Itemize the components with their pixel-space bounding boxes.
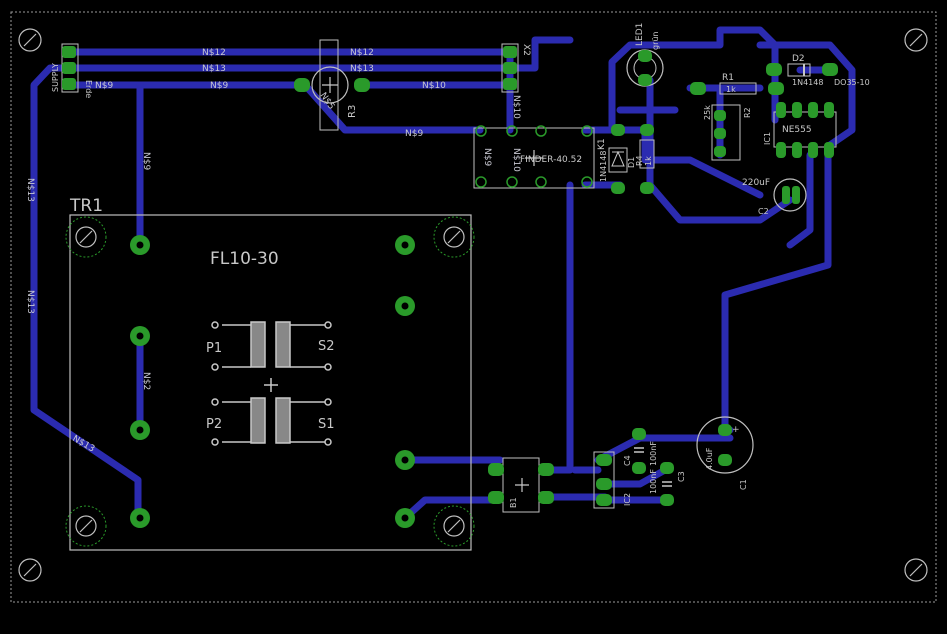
net-labels: N$12 N$12 N$13 N$13 N$9 N$9 N$10 N$9 N$9… — [25, 48, 521, 455]
supply-label: SUPPLY — [51, 63, 60, 92]
pin-label-s1: S1 — [318, 417, 335, 432]
erde-label: Erde — [84, 80, 93, 98]
x2-label: X2 — [521, 44, 531, 56]
d1-label: D1 — [627, 157, 636, 168]
c2-label: C2 — [758, 207, 769, 216]
net-label-n10-b: N$10 — [511, 95, 521, 119]
net-label-n13-c: N$13 — [25, 178, 35, 202]
net-label-n9-e: N$9 — [482, 148, 492, 166]
r4-label: R4 — [635, 155, 644, 166]
b1-label: B1 — [509, 497, 518, 508]
r1-label: R1 — [722, 73, 734, 83]
pin-label-p1: P1 — [206, 341, 222, 356]
mounting-hole-icon — [18, 558, 42, 582]
mounting-hole-icon — [904, 558, 928, 582]
relay-value: FINDER-40.52 — [520, 155, 582, 165]
resistor-r4[interactable]: 1k R4 — [635, 124, 655, 194]
k1-label: K1 — [597, 138, 607, 150]
ic1-label: IC1 — [763, 132, 772, 145]
net-label-n13-d: N$13 — [25, 290, 35, 314]
net-label-n9-b: N$9 — [210, 81, 228, 91]
traces — [30, 26, 856, 522]
led1-label: LED1 — [635, 23, 645, 46]
pin-label-p2: P2 — [206, 417, 222, 432]
c4-value: 100nF — [649, 441, 658, 466]
mounting-hole-icon — [904, 28, 928, 52]
net-label-n13-b: N$13 — [350, 64, 374, 74]
transformer-pad-holes — [136, 241, 409, 522]
diode-d2[interactable]: D2 1N4148 DO35-10 — [766, 54, 870, 87]
net-label-n9-a: N$9 — [95, 81, 113, 91]
resistor-r1[interactable]: R1 1k — [690, 73, 784, 95]
transformer-symbol — [211, 321, 332, 446]
relay-k1[interactable]: FINDER-40.52 K1 — [473, 125, 607, 189]
connector-x2[interactable]: X2 — [501, 43, 531, 93]
d2-package: DO35-10 — [834, 78, 870, 87]
net-label-n10-a: N$10 — [422, 81, 446, 91]
d1-value: 1N4148 — [599, 151, 608, 182]
capacitor-c2[interactable]: 220uF C2 — [742, 178, 807, 216]
r2-value: 25k — [703, 105, 712, 120]
r3-label: R3 — [347, 105, 358, 118]
c3-label: C3 — [677, 471, 686, 482]
r2-label: R2 — [743, 107, 752, 118]
c1-value: 4.0uF — [705, 447, 714, 470]
capacitor-c3[interactable]: 100nF C3 — [649, 462, 686, 506]
c4-label: C4 — [623, 455, 632, 466]
net-label-n9-c: N$9 — [405, 129, 423, 139]
resistor-r3[interactable]: R3 — [294, 39, 370, 131]
c1-label: C1 — [739, 479, 748, 490]
mounting-hole-icon — [18, 28, 42, 52]
diode-d1[interactable]: 1N4148 D1 — [599, 124, 636, 194]
led-led1[interactable]: LED1 grün — [626, 23, 664, 87]
supply-connector[interactable]: SUPPLY Erde — [51, 43, 93, 98]
pin-label-s2: S2 — [318, 339, 335, 354]
r1-value: 1k — [726, 85, 736, 94]
capacitor-c4[interactable]: C4 100nF — [623, 428, 658, 474]
d2-value: 1N4148 — [792, 78, 823, 87]
ic-ic2[interactable]: IC2 — [593, 451, 632, 509]
led1-value: grün — [651, 31, 660, 50]
transformer-name: TR1 — [69, 196, 103, 216]
c2-value: 220uF — [742, 178, 770, 188]
screw-icon — [75, 226, 465, 537]
r4-value: 1k — [644, 156, 653, 166]
c1-plus-icon: + — [732, 425, 740, 435]
ic2-label: IC2 — [623, 493, 632, 506]
ic1-value: NE555 — [782, 125, 812, 135]
net-label-n12-a: N$12 — [202, 48, 226, 58]
resistor-r2[interactable]: 25k R2 — [703, 104, 752, 161]
transformer-tr1[interactable]: TR1 FL10-30 P1 P2 S2 — [65, 196, 475, 551]
net-label-n12-b: N$12 — [350, 48, 374, 58]
ic-ic1[interactable]: NE555 IC1 — [763, 102, 837, 158]
net-label-n10-c: N$10 — [511, 148, 521, 172]
d2-label: D2 — [792, 54, 805, 64]
bridge-b1[interactable]: B1 — [488, 457, 554, 513]
mounting-holes — [18, 28, 928, 582]
net-label-n9-d: N$9 — [141, 152, 151, 170]
net-label-n2: N$2 — [141, 372, 151, 390]
board-outline — [10, 11, 937, 603]
net-label-n13-a: N$13 — [202, 64, 226, 74]
c3-value: 100nF — [649, 469, 658, 494]
transformer-value: FL10-30 — [210, 249, 279, 269]
capacitor-c1[interactable]: + 4.0uF C1 — [696, 416, 754, 490]
